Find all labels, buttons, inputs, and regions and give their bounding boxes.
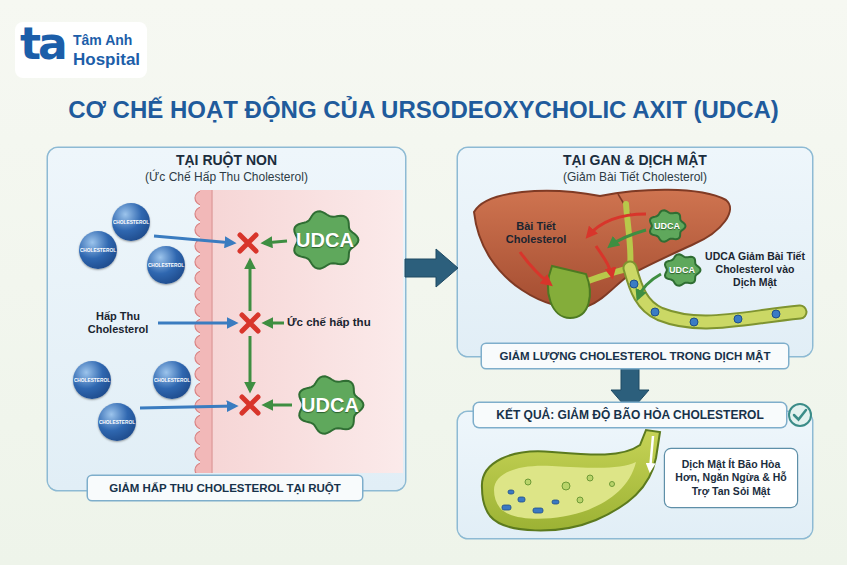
molecule-label: CHOLESTEROL bbox=[73, 361, 111, 399]
band-text: GIẢM LƯỢNG CHOLESTEROL TRONG DỊCH MẬT bbox=[482, 344, 788, 368]
arrow-label: Ức chế hấp thu bbox=[287, 316, 371, 328]
cholesterol-molecule: CHOLESTEROL bbox=[79, 231, 117, 269]
logo-mark: ta bbox=[20, 22, 65, 66]
summary-band: GIẢM LƯỢNG CHOLESTEROL TRONG DỊCH MẬT bbox=[482, 344, 788, 368]
process-label: UDCA Giảm Bài Tiết Cholesterol vào Dịch … bbox=[703, 250, 807, 288]
flow-arrow bbox=[405, 249, 458, 287]
molecule-label: UDCA bbox=[646, 208, 688, 244]
udca-molecule: UDCA bbox=[292, 372, 368, 438]
molecule-label: CHOLESTEROL bbox=[147, 246, 185, 284]
logo-name: Tâm Anh bbox=[73, 32, 132, 48]
cholesterol-molecule: CHOLESTEROL bbox=[98, 403, 136, 441]
molecule-label: CHOLESTEROL bbox=[98, 403, 136, 441]
udca-molecule: UDCA bbox=[287, 207, 363, 273]
result-note: Dịch Mật Ít Bão Hòa Hơn, Ngăn Ngừa & Hỗ … bbox=[665, 449, 797, 507]
molecule-label: UDCA bbox=[661, 252, 703, 288]
band-text: GIẢM HẤP THU CHOLESTEROL TẠI RUỘT bbox=[88, 476, 362, 500]
panel-heading: TẠI GAN & DỊCH MẬT bbox=[458, 152, 812, 168]
molecule-label: UDCA bbox=[292, 372, 368, 438]
summary-band: GIẢM HẤP THU CHOLESTEROL TẠI RUỘT bbox=[88, 476, 362, 500]
udca-molecule: UDCA bbox=[646, 208, 688, 244]
process-label: Bài Tiết Cholesterol bbox=[498, 220, 574, 246]
panel-subheading: (Giảm Bài Tiết Cholesterol) bbox=[458, 170, 812, 184]
logo-box bbox=[15, 22, 147, 78]
note-text: Dịch Mật Ít Bão Hòa Hơn, Ngăn Ngừa & Hỗ … bbox=[665, 449, 797, 507]
udca-molecule: UDCA bbox=[661, 252, 703, 288]
diagram-title: CƠ CHẾ HOẠT ĐỘNG CỦA URSODEOXYCHOLIC AXI… bbox=[0, 96, 847, 124]
panel-heading: TẠI RUỘT NON bbox=[48, 152, 405, 168]
arrow-label: Hấp Thu Cholesterol bbox=[82, 310, 154, 336]
cholesterol-molecule: CHOLESTEROL bbox=[153, 361, 191, 399]
cholesterol-molecule: CHOLESTEROL bbox=[112, 203, 150, 241]
molecule-label: CHOLESTEROL bbox=[153, 361, 191, 399]
cholesterol-molecule: CHOLESTEROL bbox=[73, 361, 111, 399]
logo-name: Hospital bbox=[73, 50, 140, 70]
molecule-label: UDCA bbox=[287, 207, 363, 273]
panel-subheading: (Ức Chế Hấp Thu Cholesterol) bbox=[48, 170, 405, 184]
cholesterol-molecule: CHOLESTEROL bbox=[147, 246, 185, 284]
molecule-label: CHOLESTEROL bbox=[112, 203, 150, 241]
result-heading: KẾT QUẢ: GIẢM ĐỘ BÃO HÒA CHOLESTEROL bbox=[474, 403, 786, 427]
result-panel: KẾT QUẢ: GIẢM ĐỘ BÃO HÒA CHOLESTEROLDịch… bbox=[458, 412, 812, 538]
molecule-label: CHOLESTEROL bbox=[79, 231, 117, 269]
